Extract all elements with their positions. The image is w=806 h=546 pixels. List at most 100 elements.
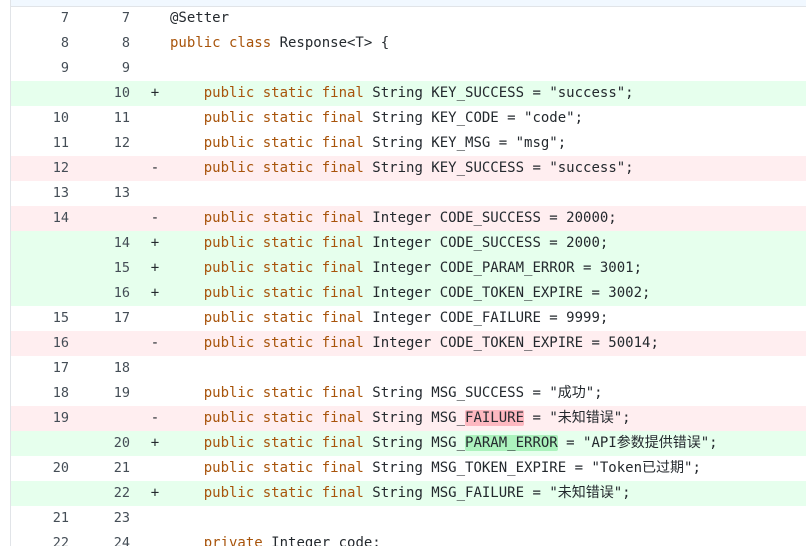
diff-line-ctx[interactable]: 9 9 (11, 56, 806, 81)
new-line-number[interactable]: 10 (113, 85, 130, 101)
old-line-number[interactable]: 7 (60, 10, 69, 26)
diff-line-ctx[interactable]: 8 8 public class Response<T> { (11, 31, 806, 56)
diff-line-ctx[interactable]: 15 17 public static final Integer CODE_F… (11, 306, 806, 331)
code-indent (170, 85, 204, 101)
code-keyword: public static final (203, 235, 373, 251)
diff-line-ctx[interactable]: 13 13 (11, 181, 806, 206)
new-line-number[interactable]: 20 (113, 435, 130, 451)
old-line-number[interactable]: 20 (52, 460, 69, 476)
code-text: public static final Integer CODE_PARAM_E… (170, 256, 642, 281)
diff-line-del[interactable]: 12 - public static final String KEY_SUCC… (11, 156, 806, 181)
diff-line-add[interactable]: 16 + public static final Integer CODE_TO… (11, 281, 806, 306)
new-line-number[interactable]: 17 (113, 310, 130, 326)
code-indent (170, 435, 204, 451)
code-keyword: public static final (203, 385, 373, 401)
code-keyword: public static final (203, 260, 373, 276)
new-line-number[interactable]: 19 (113, 385, 130, 401)
code-indent (170, 235, 204, 251)
new-line-number[interactable]: 16 (113, 285, 130, 301)
new-line-number[interactable]: 11 (113, 110, 130, 126)
new-line-number[interactable]: 18 (113, 360, 130, 376)
new-line-number[interactable]: 23 (113, 510, 130, 526)
diff-line-add[interactable]: 20 + public static final String MSG_PARA… (11, 431, 806, 456)
new-line-number[interactable]: 15 (113, 260, 130, 276)
old-line-number[interactable]: 8 (60, 35, 69, 51)
old-line-number[interactable]: 15 (52, 310, 69, 326)
code-indent (170, 260, 204, 276)
diff-line-ctx[interactable]: 21 23 (11, 506, 806, 531)
diff-sign: - (150, 210, 160, 226)
diff-sign: - (150, 410, 160, 426)
old-line-number[interactable]: 13 (52, 185, 69, 201)
old-line-number[interactable]: 9 (60, 60, 69, 76)
code-token: String MSG_FAILURE = (372, 485, 550, 501)
diff-line-add[interactable]: 15 + public static final Integer CODE_PA… (11, 256, 806, 281)
diff-line-ctx[interactable]: 20 21 public static final String MSG_TOK… (11, 456, 806, 481)
diff-line-ctx[interactable]: 11 12 public static final String KEY_MSG… (11, 131, 806, 156)
new-line-number[interactable]: 12 (113, 135, 130, 151)
diff-line-ctx[interactable]: 17 18 (11, 356, 806, 381)
diff-sign: + (150, 85, 160, 101)
code-string: "code"; (524, 110, 584, 126)
code-text: public static final String MSG_FAILURE =… (170, 481, 631, 506)
old-line-number[interactable]: 10 (52, 110, 69, 126)
new-line-number[interactable]: 21 (113, 460, 130, 476)
diff-line-add[interactable]: 22 + public static final String MSG_FAIL… (11, 481, 806, 506)
code-text: @Setter (170, 6, 229, 31)
old-line-number[interactable]: 14 (52, 210, 69, 226)
code-indent (170, 110, 204, 126)
old-line-number[interactable]: 19 (52, 410, 69, 426)
diff-sign: + (150, 485, 160, 501)
new-line-number[interactable]: 9 (121, 60, 130, 76)
code-keyword: public static final (203, 485, 373, 501)
code-string: "msg"; (515, 135, 567, 151)
new-line-number[interactable]: 13 (113, 185, 130, 201)
diff-line-ctx[interactable]: 22 24 private Integer code; (11, 531, 806, 546)
diff-line-ctx[interactable]: 7 7 @Setter (11, 6, 806, 31)
code-indent (170, 335, 204, 351)
old-line-number[interactable]: 16 (52, 335, 69, 351)
old-line-number[interactable]: 18 (52, 385, 69, 401)
code-indent (170, 160, 204, 176)
diff-line-add[interactable]: 10 + public static final String KEY_SUCC… (11, 81, 806, 106)
code-text: public static final String KEY_CODE = "c… (170, 106, 583, 131)
old-line-number[interactable]: 21 (52, 510, 69, 526)
old-line-number[interactable]: 11 (52, 135, 69, 151)
new-line-number[interactable]: 14 (113, 235, 130, 251)
diff-line-del[interactable]: 19 - public static final String MSG_FAIL… (11, 406, 806, 431)
code-keyword: public static final (203, 135, 373, 151)
diff-line-del[interactable]: 14 - public static final Integer CODE_SU… (11, 206, 806, 231)
new-line-number[interactable]: 7 (121, 10, 130, 26)
old-line-number[interactable]: 17 (52, 360, 69, 376)
code-text: public static final String MSG_FAILURE =… (170, 406, 631, 431)
code-indent (170, 460, 204, 476)
code-token: Integer CODE_TOKEN_EXPIRE = 50014; (372, 335, 659, 351)
new-line-number[interactable]: 24 (113, 535, 130, 546)
code-token: Integer CODE_TOKEN_EXPIRE = 3002; (372, 285, 651, 301)
diff-line-ctx[interactable]: 18 19 public static final String MSG_SUC… (11, 381, 806, 406)
old-line-number[interactable]: 12 (52, 160, 69, 176)
code-keyword: public static final (203, 110, 373, 126)
code-keyword: public static final (203, 285, 373, 301)
code-text: public static final Integer CODE_TOKEN_E… (170, 281, 651, 306)
code-token: Integer CODE_SUCCESS = 2000; (372, 235, 609, 251)
code-keyword: public static final (203, 460, 373, 476)
code-string: "成功"; (549, 385, 603, 401)
code-token: String MSG_SUCCESS = (372, 385, 550, 401)
code-token: String KEY_CODE = (372, 110, 525, 126)
new-line-number[interactable]: 22 (113, 485, 130, 501)
code-token: = (557, 435, 584, 451)
code-keyword: public static final (203, 435, 373, 451)
diff-line-ctx[interactable]: 10 11 public static final String KEY_COD… (11, 106, 806, 131)
diff-line-add[interactable]: 14 + public static final Integer CODE_SU… (11, 231, 806, 256)
diff-line-del[interactable]: 16 - public static final Integer CODE_TO… (11, 331, 806, 356)
code-token: Integer code; (271, 535, 381, 546)
code-keyword: public static final (203, 410, 373, 426)
new-line-number[interactable]: 8 (121, 35, 130, 51)
code-text: public static final String MSG_PARAM_ERR… (170, 431, 718, 456)
diff-sign: + (150, 235, 160, 251)
old-line-number[interactable]: 22 (52, 535, 69, 546)
diff-sign: + (150, 285, 160, 301)
code-keyword: public static final (203, 335, 373, 351)
code-token: String MSG_ (372, 435, 466, 451)
